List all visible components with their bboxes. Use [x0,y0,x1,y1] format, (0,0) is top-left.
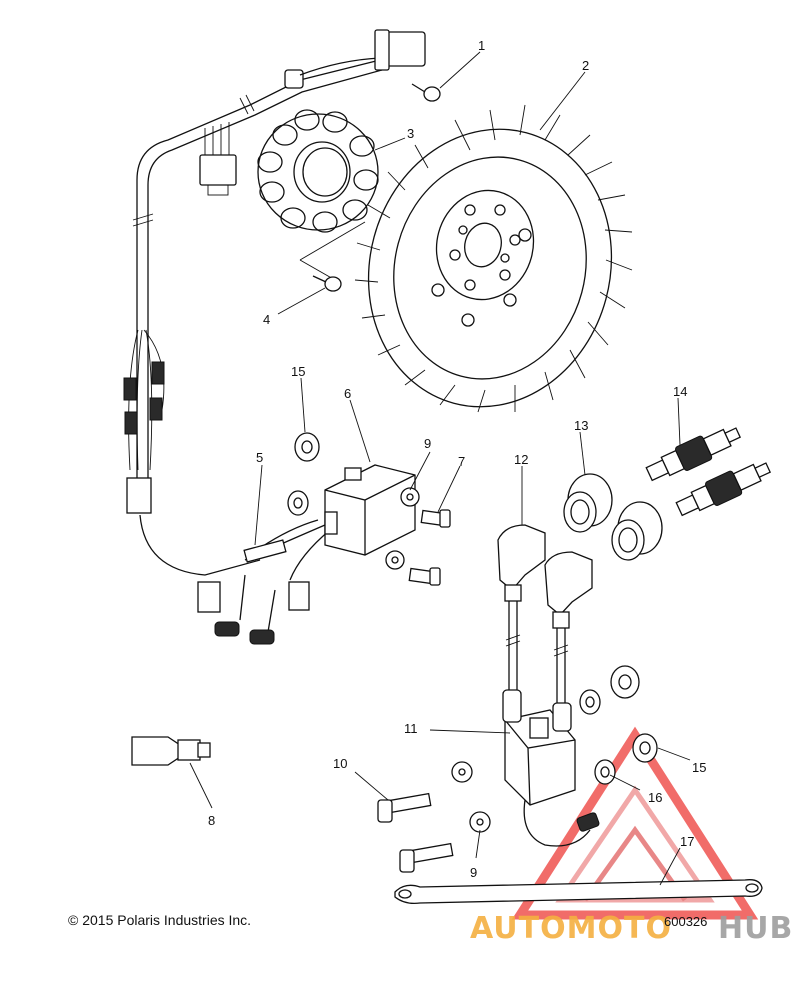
flywheel [354,104,633,413]
callout-16: 16 [648,790,662,805]
callout-17: 17 [680,834,694,849]
watermark-logo [511,726,759,920]
screw-4 [312,275,342,292]
bolt-7 [385,487,451,586]
regulator [197,464,416,645]
grommets-13 [563,473,663,561]
callout-15b: 15 [692,760,706,775]
callout-2: 2 [582,58,589,73]
callout-labels: 1 2 3 4 5 6 7 8 9 9 10 11 12 13 14 15 15… [208,38,706,880]
callout-5: 5 [256,450,263,465]
callout-14: 14 [673,384,687,399]
bushings-lower [579,665,658,785]
callout-12: 12 [514,452,528,467]
copyright-notice: © 2015 Polaris Industries Inc. [68,912,252,928]
callout-1: 1 [478,38,485,53]
watermark-word-automoto: AUTOMOTO [470,911,672,946]
terminal-8 [131,736,211,766]
ground-strap [394,879,763,905]
callout-3: 3 [407,126,414,141]
callout-7: 7 [458,454,465,469]
wiring-harness [123,29,426,576]
watermark-word-hub: HUB [718,911,793,946]
drawing-number: 600326 [664,914,708,929]
screw-1 [411,83,441,102]
stator [257,109,379,281]
spark-plug-caps [497,524,593,705]
bushing-15-upper [287,432,320,516]
callout-11: 11 [404,721,418,736]
leader-lines [189,51,691,886]
bolts-10 [377,761,491,873]
callout-9a: 9 [424,436,431,451]
callout-10: 10 [333,756,347,771]
callout-4: 4 [263,312,270,327]
ignition-coil [502,689,600,847]
callout-15a: 15 [291,364,305,379]
spark-plugs-14 [645,427,772,517]
callout-8: 8 [208,813,215,828]
callout-6: 6 [344,386,351,401]
callout-9b: 9 [470,865,477,880]
callout-13: 13 [574,418,588,433]
watermark-text: AUTOMOTO HUB [470,911,793,946]
